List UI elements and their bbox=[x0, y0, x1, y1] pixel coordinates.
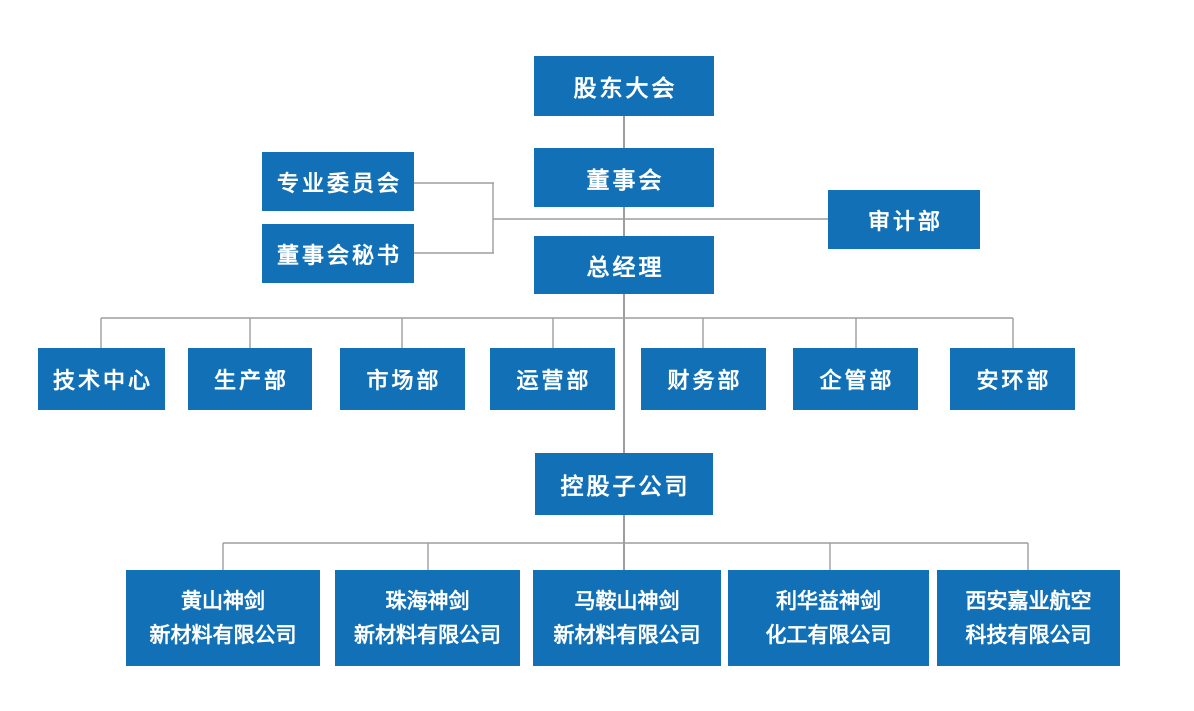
node-label: 董事会 bbox=[586, 167, 665, 194]
org-node-subsidiary-maanshan: 马鞍山神剑 新材料有限公司 bbox=[533, 570, 721, 666]
org-node-dept-technology-center: 技术中心 bbox=[38, 348, 165, 410]
node-label: 企管部 bbox=[819, 369, 895, 394]
node-label-line2: 科技有限公司 bbox=[965, 623, 1092, 647]
node-label-line1: 利华益神剑 bbox=[776, 589, 881, 613]
org-node-subsidiary-lihuayi: 利华益神剑 化工有限公司 bbox=[728, 570, 929, 666]
node-label: 董事会秘书 bbox=[276, 243, 402, 269]
node-label-line2: 新材料有限公司 bbox=[354, 623, 501, 647]
node-label: 股东大会 bbox=[573, 76, 678, 102]
org-node-dept-marketing: 市场部 bbox=[340, 348, 465, 410]
org-node-general-manager: 总经理 bbox=[534, 236, 714, 294]
node-label-line2: 新材料有限公司 bbox=[553, 623, 701, 647]
org-node-board-secretary: 董事会秘书 bbox=[262, 224, 414, 283]
node-label-line1: 西安嘉业航空 bbox=[965, 589, 1092, 613]
node-label: 控股子公司 bbox=[560, 474, 691, 500]
node-label-line1: 珠海神剑 bbox=[385, 589, 470, 613]
org-node-audit-department: 审计部 bbox=[828, 190, 980, 249]
node-label: 专业委员会 bbox=[276, 171, 402, 197]
org-node-board-of-directors: 董事会 bbox=[534, 148, 714, 207]
node-label-line1: 黄山神剑 bbox=[181, 589, 265, 613]
org-node-dept-enterprise-management: 企管部 bbox=[793, 348, 918, 410]
node-label: 财务部 bbox=[667, 369, 743, 394]
node-label: 审计部 bbox=[867, 209, 943, 235]
org-node-holding-subsidiaries: 控股子公司 bbox=[535, 453, 713, 515]
node-label: 运营部 bbox=[516, 369, 592, 394]
node-label-line2: 新材料有限公司 bbox=[149, 623, 297, 647]
org-node-dept-finance: 财务部 bbox=[641, 348, 766, 410]
org-node-subsidiary-huangshan: 黄山神剑 新材料有限公司 bbox=[126, 570, 320, 666]
node-label-line2: 化工有限公司 bbox=[765, 623, 892, 647]
node-label: 技术中心 bbox=[52, 369, 153, 394]
org-node-dept-safety-environment: 安环部 bbox=[950, 348, 1075, 410]
org-node-subsidiary-xian-jiaye: 西安嘉业航空 科技有限公司 bbox=[937, 570, 1120, 666]
org-node-dept-operations: 运营部 bbox=[490, 348, 615, 410]
org-node-dept-production: 生产部 bbox=[188, 348, 312, 410]
node-label-line1: 马鞍山神剑 bbox=[574, 589, 680, 613]
org-node-subsidiary-zhuhai: 珠海神剑 新材料有限公司 bbox=[335, 570, 520, 666]
node-label: 安环部 bbox=[976, 369, 1052, 394]
org-node-shareholders-meeting: 股东大会 bbox=[534, 56, 714, 116]
node-label: 市场部 bbox=[366, 369, 442, 394]
node-label: 生产部 bbox=[213, 369, 289, 394]
org-node-professional-committee: 专业委员会 bbox=[262, 152, 414, 211]
node-label: 总经理 bbox=[586, 255, 665, 281]
